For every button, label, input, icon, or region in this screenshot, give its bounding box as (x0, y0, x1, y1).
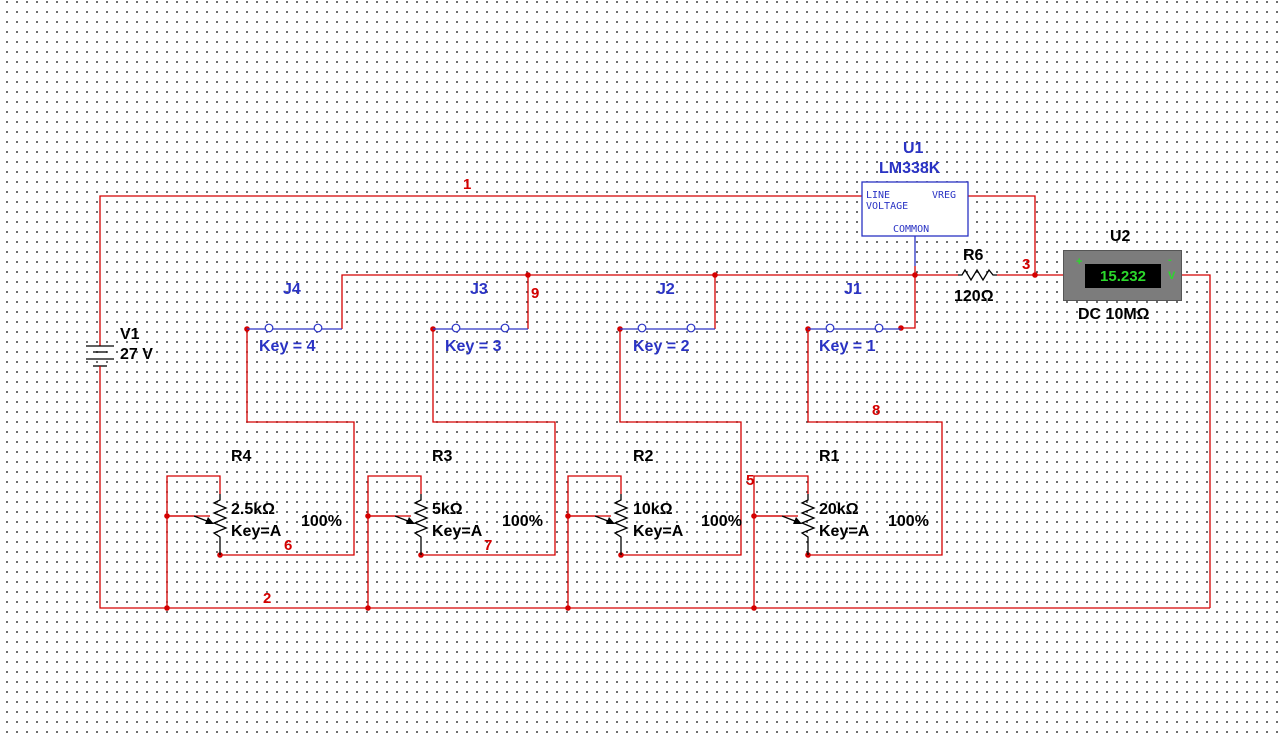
pot-r4-value: 2.5kΩ (231, 501, 275, 518)
junction-dots (164, 272, 1038, 611)
wire-j1-up[interactable] (901, 275, 916, 329)
regulator-pin-voltage: VOLTAGE (866, 201, 909, 212)
junction-dot (525, 272, 531, 278)
junction-dot (565, 605, 571, 611)
switch-j2-ref: J2 (657, 281, 675, 298)
net-label-8: 8 (872, 402, 881, 419)
switch-j2[interactable] (620, 323, 715, 333)
potentiometer-r4-symbol[interactable] (167, 494, 228, 555)
junction-dot (365, 605, 371, 611)
switch-j4-ref: J4 (283, 281, 301, 298)
source-ref: V1 (120, 326, 140, 343)
switch-j3-key: Key = 3 (445, 338, 502, 355)
regulator-pin-line: LINE (866, 190, 891, 201)
wire-j2-branch[interactable] (619, 329, 742, 556)
pot-r1-ref: R1 (819, 448, 840, 465)
junction-dot (1032, 272, 1038, 278)
meter-minus-terminal: - (1168, 254, 1172, 266)
switch-j1[interactable] (808, 323, 901, 333)
meter-mode-label: DC 10MΩ (1078, 306, 1150, 323)
pot-r1-setting: 100% (888, 513, 929, 530)
pot-r3-value: 5kΩ (432, 501, 463, 518)
junction-dot (912, 272, 918, 278)
pot-r4-setting: 100% (301, 513, 342, 530)
voltmeter[interactable]: + - V 15.232 (1063, 250, 1182, 301)
switch-j1-ref: J1 (844, 281, 862, 298)
pot-r4-ref: R4 (231, 448, 252, 465)
meter-unit: V (1168, 270, 1176, 282)
regulator-pin-vreg: VREG (932, 190, 957, 201)
pot-r3-setting: 100% (502, 513, 543, 530)
pot-r4-key: Key=A (231, 523, 282, 540)
source-value: 27 V (120, 346, 153, 363)
junction-dot (712, 272, 718, 278)
switch-j1-key: Key = 1 (819, 338, 876, 355)
pot-r1-value: 20kΩ (819, 501, 859, 518)
pot-r3-key: Key=A (432, 523, 483, 540)
regulator-pin-common: COMMON (893, 224, 930, 235)
wire-net-2[interactable] (99, 372, 1210, 609)
pot-r2-ref: R2 (633, 448, 654, 465)
potentiometer-r3-symbol[interactable] (368, 494, 429, 555)
net-label-6: 6 (284, 537, 293, 554)
meter-reading: 15.232 (1085, 264, 1161, 288)
junction-dot (164, 605, 170, 611)
wire-j1-branch[interactable] (807, 329, 943, 556)
resistor-r6-symbol[interactable] (958, 268, 997, 282)
pot-r2-setting: 100% (701, 513, 742, 530)
wire-j4-branch[interactable] (220, 329, 355, 556)
wire-r2-loop[interactable] (567, 475, 622, 608)
pot-r1-key: Key=A (819, 523, 870, 540)
net-label-2: 2 (263, 590, 272, 607)
pot-r3-ref: R3 (432, 448, 453, 465)
wire-net-1[interactable] (99, 195, 862, 346)
net-label-1: 1 (463, 176, 472, 193)
switch-j3-ref: J3 (470, 281, 488, 298)
resistor-r6-ref: R6 (963, 247, 984, 264)
pot-r2-value: 10kΩ (633, 501, 673, 518)
meter-ref: U2 (1110, 228, 1131, 245)
regulator-ref: U1 (903, 140, 924, 157)
wire-net-9[interactable] (341, 274, 958, 329)
wire-r1-loop[interactable] (753, 475, 809, 608)
potentiometer-r2-symbol[interactable] (568, 494, 629, 555)
wire-r4-loop[interactable] (166, 475, 221, 608)
switch-j4[interactable] (247, 323, 342, 333)
junction-dot (898, 325, 904, 331)
meter-plus-terminal: + (1076, 256, 1083, 268)
regulator-part: LM338K (879, 160, 941, 177)
potentiometer-r1-symbol[interactable] (754, 494, 816, 555)
pot-r2-key: Key=A (633, 523, 684, 540)
junction-dot (751, 605, 757, 611)
net-label-7: 7 (484, 537, 493, 554)
net-label-3: 3 (1022, 256, 1031, 273)
wire-r3-loop[interactable] (367, 475, 422, 608)
net-label-9: 9 (531, 285, 540, 302)
switch-j2-key: Key = 2 (633, 338, 690, 355)
net-label-5: 5 (746, 472, 755, 489)
regulator-block[interactable] (861, 181, 969, 237)
battery-symbol[interactable] (86, 345, 114, 372)
switch-j3[interactable] (433, 323, 528, 333)
wire-vreg-out[interactable] (968, 195, 1036, 275)
wire-meter-return[interactable] (1182, 274, 1211, 608)
wire-j3-branch[interactable] (421, 329, 556, 556)
switch-j4-key: Key = 4 (259, 338, 316, 355)
resistor-r6-value: 120Ω (954, 288, 994, 305)
